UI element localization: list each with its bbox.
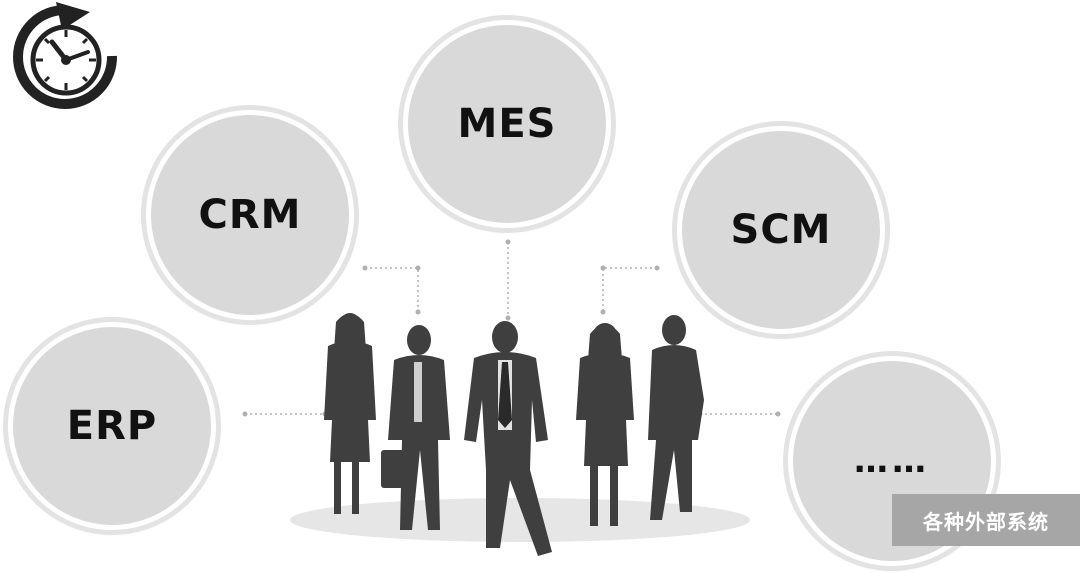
node-crm: CRM (146, 110, 354, 320)
node-more-label: …… (854, 441, 930, 481)
node-crm-label: CRM (198, 192, 302, 238)
node-mes-label: MES (457, 101, 557, 147)
node-erp: ERP (8, 322, 216, 530)
person-2 (381, 325, 450, 530)
person-4 (576, 323, 634, 526)
clock-refresh-icon (13, 2, 118, 109)
node-mes: MES (403, 20, 611, 228)
external-systems-badge: 各种外部系统 (892, 494, 1080, 546)
person-3 (464, 321, 552, 556)
person-5 (648, 315, 704, 520)
person-1 (324, 313, 376, 514)
node-scm-label: SCM (730, 207, 832, 253)
node-erp-label: ERP (66, 403, 158, 449)
node-scm: SCM (677, 126, 885, 334)
